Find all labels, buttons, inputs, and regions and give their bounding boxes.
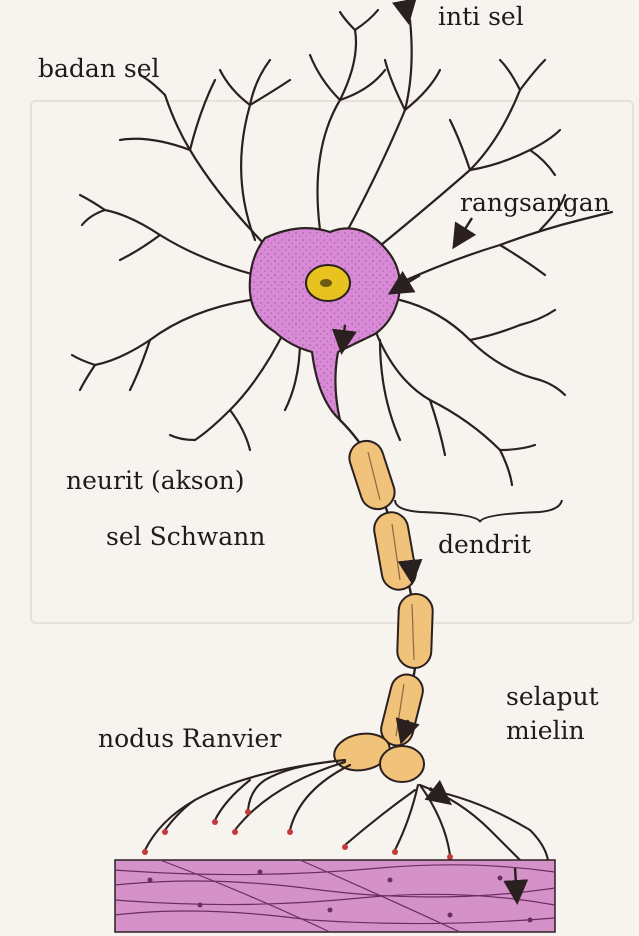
- label-dendrit: dendrit: [438, 530, 531, 559]
- label-neurit-akson: neurit (akson): [66, 466, 244, 495]
- label-nodus-ranvier: nodus Ranvier: [98, 724, 281, 753]
- label-sel-schwann: sel Schwann: [106, 522, 265, 551]
- dendrit-bracket: [395, 500, 562, 522]
- myelin-sheath: [331, 436, 433, 782]
- muscle-tissue: [115, 860, 555, 932]
- label-mielin: mielin: [506, 714, 599, 748]
- label-selaput: selaput: [506, 680, 599, 714]
- label-selaput-mielin: selaput mielin: [506, 680, 599, 748]
- synaptic-knobs: [142, 809, 551, 865]
- label-badan-sel: badan sel: [38, 54, 159, 83]
- label-rangsangan: rangsangan: [460, 188, 610, 217]
- label-inti-sel: inti sel: [438, 2, 524, 31]
